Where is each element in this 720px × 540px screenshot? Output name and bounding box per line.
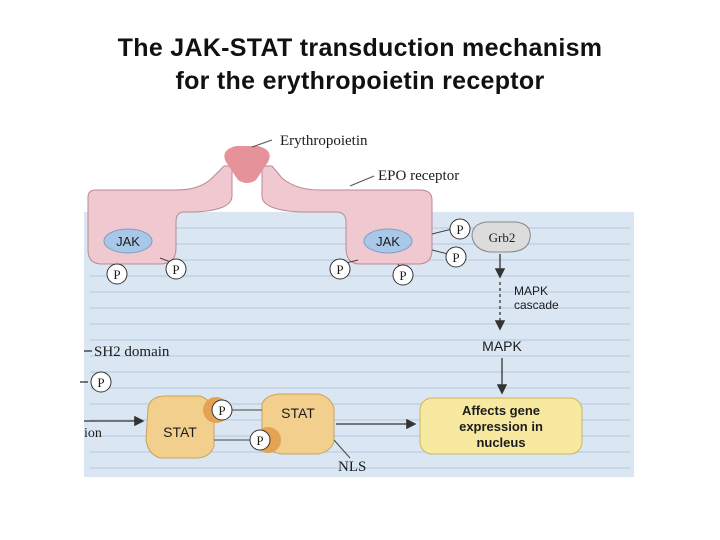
phosphate-3 xyxy=(329,258,351,280)
phosphate-1-label: P xyxy=(113,267,120,282)
mapk-cascade-line-2: cascade xyxy=(514,298,559,312)
phosphate-4-label: P xyxy=(399,268,406,283)
outcome-box xyxy=(419,397,583,455)
mapk-cascade-line-1: MAPK xyxy=(514,284,548,298)
slide-title: The JAK-STAT transduction mechanism for … xyxy=(0,32,720,98)
phosphate-legend-label: P xyxy=(97,375,104,390)
phosphate-2 xyxy=(165,258,187,280)
stat-right-label: STAT xyxy=(281,405,315,421)
phosphate-6-label: P xyxy=(452,250,459,265)
erythropoietin-ligand xyxy=(224,146,270,183)
phosphate-stat-2-label: P xyxy=(256,433,263,448)
mapk-label: MAPK xyxy=(482,338,522,354)
stat-left-label: STAT xyxy=(163,424,197,440)
outcome-line-1: Affects gene xyxy=(462,403,540,418)
jak-right-label: JAK xyxy=(376,234,400,249)
erythropoietin-label: Erythropoietin xyxy=(280,133,368,149)
epo-receptor-label: EPO receptor xyxy=(378,168,459,184)
jak-left-label: JAK xyxy=(116,234,140,249)
epo-receptor xyxy=(87,165,433,265)
phosphate-5 xyxy=(449,218,471,240)
sh2-domain-label: SH2 domain xyxy=(94,344,170,360)
outcome-line-2: expression in xyxy=(459,419,543,434)
phosphate-legend xyxy=(90,371,112,393)
nls-label: NLS xyxy=(338,459,366,475)
phosphate-3-label: P xyxy=(336,262,343,277)
jak-left xyxy=(103,228,153,254)
slide-title-line-1: The JAK-STAT transduction mechanism xyxy=(117,34,603,62)
jak-right xyxy=(363,228,413,254)
phosphate-2-label: P xyxy=(172,262,179,277)
phosphate-6 xyxy=(445,246,467,268)
outcome-line-3: nucleus xyxy=(476,435,525,450)
phosphate-stat-1-label: P xyxy=(218,403,225,418)
grb2-protein xyxy=(471,221,531,253)
erythropoietin-pointer xyxy=(251,139,273,148)
phosphate-5-label: P xyxy=(456,222,463,237)
phosphate-1 xyxy=(106,263,128,285)
slide-title-line-2: for the erythropoietin receptor xyxy=(175,67,545,95)
grb2-label: Grb2 xyxy=(489,230,516,245)
stat-left xyxy=(145,395,215,459)
phosphate-4 xyxy=(392,264,414,286)
partial-label-left: ion xyxy=(84,426,102,441)
nls-pointer xyxy=(333,439,351,459)
receptor-pointer xyxy=(349,175,375,187)
